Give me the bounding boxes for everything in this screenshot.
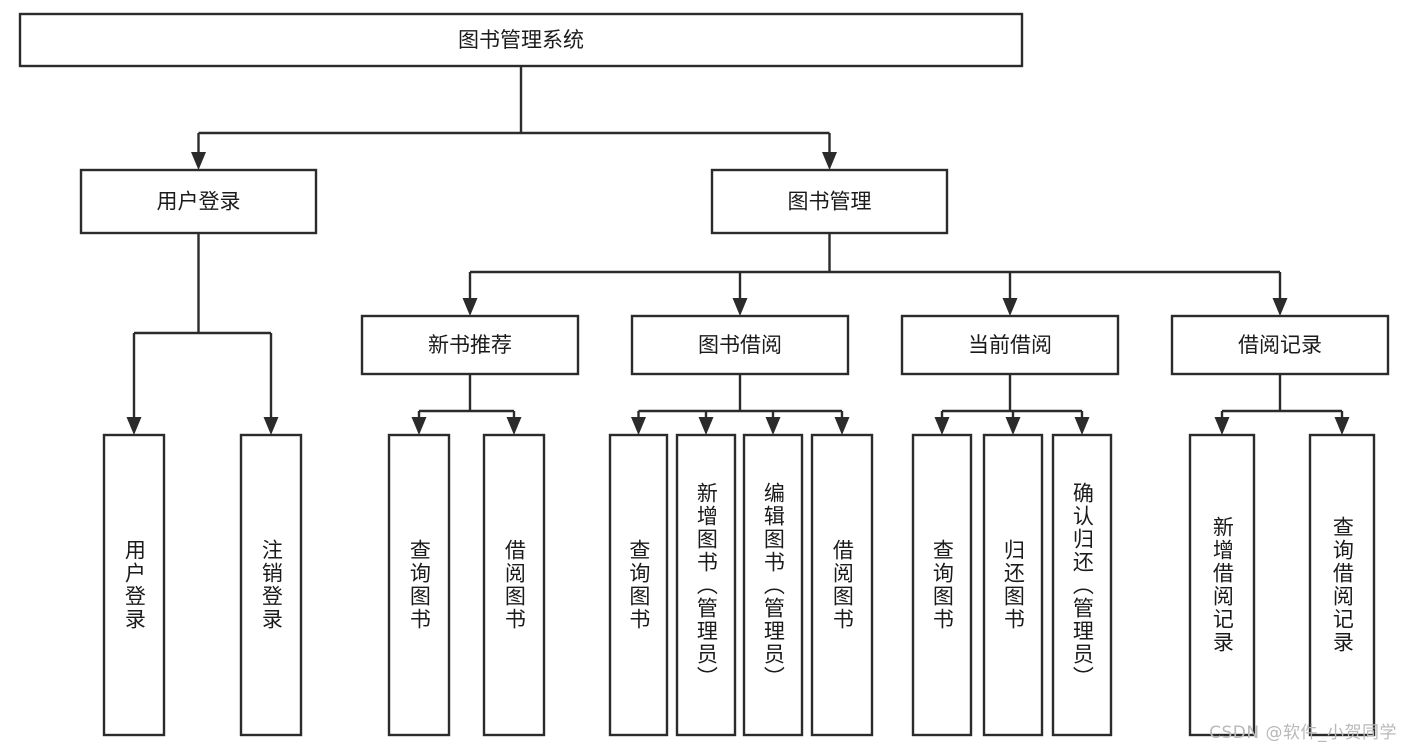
arrow-head-icon xyxy=(1272,298,1288,316)
node-label-borrow-record: 借阅记录 xyxy=(1238,333,1322,357)
arrow-head-icon xyxy=(698,417,714,435)
arrow-head-icon xyxy=(411,417,427,435)
node-root[interactable]: 图书管理系统 xyxy=(18,12,1024,68)
node-leaf-query-book-1[interactable] xyxy=(387,433,451,737)
node-box-leaf-logout[interactable] xyxy=(239,433,303,737)
node-leaf-add-book[interactable] xyxy=(675,433,737,737)
arrow-head-icon xyxy=(462,298,478,316)
node-leaf-edit-book[interactable] xyxy=(742,433,804,737)
node-box-leaf-confirm-return[interactable] xyxy=(1051,433,1113,737)
node-leaf-return-book[interactable] xyxy=(982,433,1044,737)
node-user-login[interactable]: 用户登录 xyxy=(79,168,318,235)
node-leaf-query-record[interactable] xyxy=(1308,433,1376,737)
arrow-head-icon xyxy=(631,417,646,435)
arrow-head-icon xyxy=(126,417,142,435)
arrow-head-icon xyxy=(1334,417,1350,435)
node-box-leaf-add-book[interactable] xyxy=(675,433,737,737)
arrow-head-icon xyxy=(1005,417,1021,435)
node-current-borrow[interactable]: 当前借阅 xyxy=(900,314,1120,376)
node-box-current-borrow[interactable] xyxy=(900,314,1120,376)
watermark-text: CSDN @软件_小贺同学 xyxy=(1209,723,1397,743)
node-box-leaf-query-book-2[interactable] xyxy=(608,433,669,737)
node-label-root: 图书管理系统 xyxy=(458,28,584,52)
node-box-leaf-query-record[interactable] xyxy=(1308,433,1376,737)
node-label-user-login: 用户登录 xyxy=(157,190,241,214)
node-book-borrow[interactable]: 图书借阅 xyxy=(630,314,850,376)
node-box-user-login[interactable] xyxy=(79,168,318,235)
node-new-book-recommend[interactable]: 新书推荐 xyxy=(360,314,580,376)
node-box-book-manage[interactable] xyxy=(710,168,949,235)
node-box-leaf-add-record[interactable] xyxy=(1188,433,1256,737)
node-leaf-query-book-2[interactable] xyxy=(608,433,669,737)
node-book-manage[interactable]: 图书管理 xyxy=(710,168,949,235)
arrow-head-icon xyxy=(934,417,950,435)
arrow-head-icon xyxy=(822,152,837,170)
node-leaf-borrow-book-1[interactable] xyxy=(482,433,546,737)
node-leaf-user-login[interactable] xyxy=(102,433,166,737)
node-leaf-query-book-3[interactable] xyxy=(911,433,973,737)
node-box-borrow-record[interactable] xyxy=(1170,314,1390,376)
node-borrow-record[interactable]: 借阅记录 xyxy=(1170,314,1390,376)
node-box-leaf-borrow-book-2[interactable] xyxy=(810,433,874,737)
node-box-book-borrow[interactable] xyxy=(630,314,850,376)
node-box-root[interactable] xyxy=(18,12,1024,68)
node-label-new-book-recommend: 新书推荐 xyxy=(428,333,512,357)
node-leaf-add-record[interactable] xyxy=(1188,433,1256,737)
arrow-head-icon xyxy=(506,417,522,435)
node-box-leaf-edit-book[interactable] xyxy=(742,433,804,737)
node-label-book-borrow: 图书借阅 xyxy=(698,333,782,357)
node-leaf-borrow-book-2[interactable] xyxy=(810,433,874,737)
node-box-new-book-recommend[interactable] xyxy=(360,314,580,376)
arrow-head-icon xyxy=(834,417,850,435)
arrow-head-icon xyxy=(1002,298,1018,316)
arrow-head-icon xyxy=(191,152,206,170)
node-leaf-logout[interactable] xyxy=(239,433,303,737)
node-box-leaf-borrow-book-1[interactable] xyxy=(482,433,546,737)
arrow-head-icon xyxy=(732,298,748,316)
node-box-leaf-query-book-3[interactable] xyxy=(911,433,973,737)
arrow-head-icon xyxy=(1214,417,1230,435)
node-box-leaf-query-book-1[interactable] xyxy=(387,433,451,737)
node-label-book-manage: 图书管理 xyxy=(788,190,872,214)
node-box-leaf-return-book[interactable] xyxy=(982,433,1044,737)
connector-layer xyxy=(126,66,1350,435)
node-label-current-borrow: 当前借阅 xyxy=(968,333,1052,357)
arrow-head-icon xyxy=(765,417,781,435)
node-leaf-confirm-return[interactable] xyxy=(1051,433,1113,737)
arrow-head-icon xyxy=(1074,417,1090,435)
arrow-head-icon xyxy=(263,417,279,435)
node-box-leaf-user-login[interactable] xyxy=(102,433,166,737)
